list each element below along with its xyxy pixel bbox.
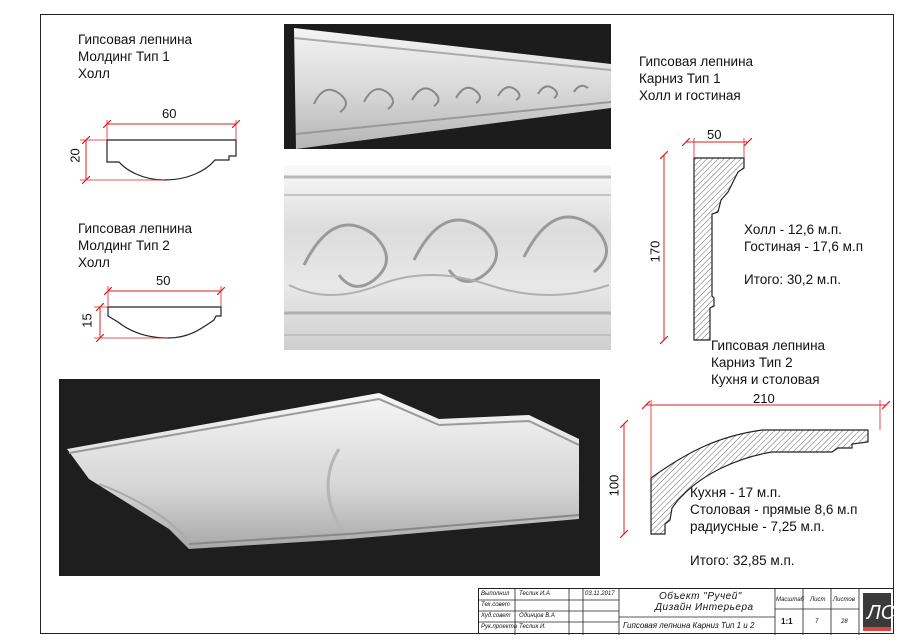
stamp-project: Объект "Ручей": [659, 591, 742, 602]
stamp-name-executed: Теслик И.А: [519, 591, 550, 597]
cornice2-profile: [624, 400, 886, 534]
molding1-width-dim: 60: [162, 106, 177, 121]
title-block: ЛС Выполнил Теслик И.А 03.11.2017 Тех.со…: [478, 588, 895, 635]
stamp-sheets: 28: [841, 619, 848, 625]
cornice2-qty-kitchen: Кухня - 17 м.п.: [690, 485, 781, 500]
stamp-project-sub: Дизайн Интерьера: [655, 602, 754, 613]
molding2-width-dim: 50: [156, 273, 171, 288]
drawing-frame: [40, 14, 894, 634]
molding1-profile: [80, 120, 236, 180]
stamp-label-tech: Тех.совет: [481, 602, 510, 608]
stamp-name-art: Одинцов В.А: [519, 613, 555, 619]
cornice1-qty-hall: Холл - 12,6 м.п.: [744, 222, 842, 237]
stamp-label-lead: Рук.проекта: [481, 624, 517, 630]
svg-text:ЛС: ЛС: [865, 602, 895, 624]
molding2-profile: [94, 286, 221, 338]
stamp-header-scale: Масштаб: [776, 597, 805, 603]
stamp-header-sheet: Лист: [810, 597, 826, 603]
cornice2-qty-dining-straight: Столовая - прямые 8,6 м.п: [690, 502, 858, 517]
cornice2-total: Итого: 32,85 м.п.: [690, 553, 795, 568]
stamp-sheet-title: Гипсовая лепнина Карниз Тип 1 и 2: [623, 621, 755, 630]
cornice2-qty-dining-radius: радиусные - 7,25 м.п.: [690, 519, 825, 534]
stamp-sheet: 7: [815, 619, 819, 625]
cornice1-qty-living: Гостиная - 17,6 м.п: [744, 239, 864, 254]
stamp-header-sheets: Листов: [833, 597, 855, 603]
cornice-photo: [59, 379, 600, 576]
stamp-date: 03.11.2017: [585, 591, 615, 597]
stamp-scale: 1:1: [781, 617, 793, 626]
stamp-label-executed: Выполнил: [481, 591, 510, 597]
stamp-name-lead: Теслик И.: [519, 624, 546, 630]
stamp-label-art: Худ.совет: [481, 613, 511, 619]
cornice1-profile: [664, 138, 748, 340]
molding-photo-closeup: [284, 165, 611, 350]
cornice1-total: Итого: 30,2 м.п.: [744, 272, 841, 287]
molding-photo-strip: [284, 24, 611, 149]
